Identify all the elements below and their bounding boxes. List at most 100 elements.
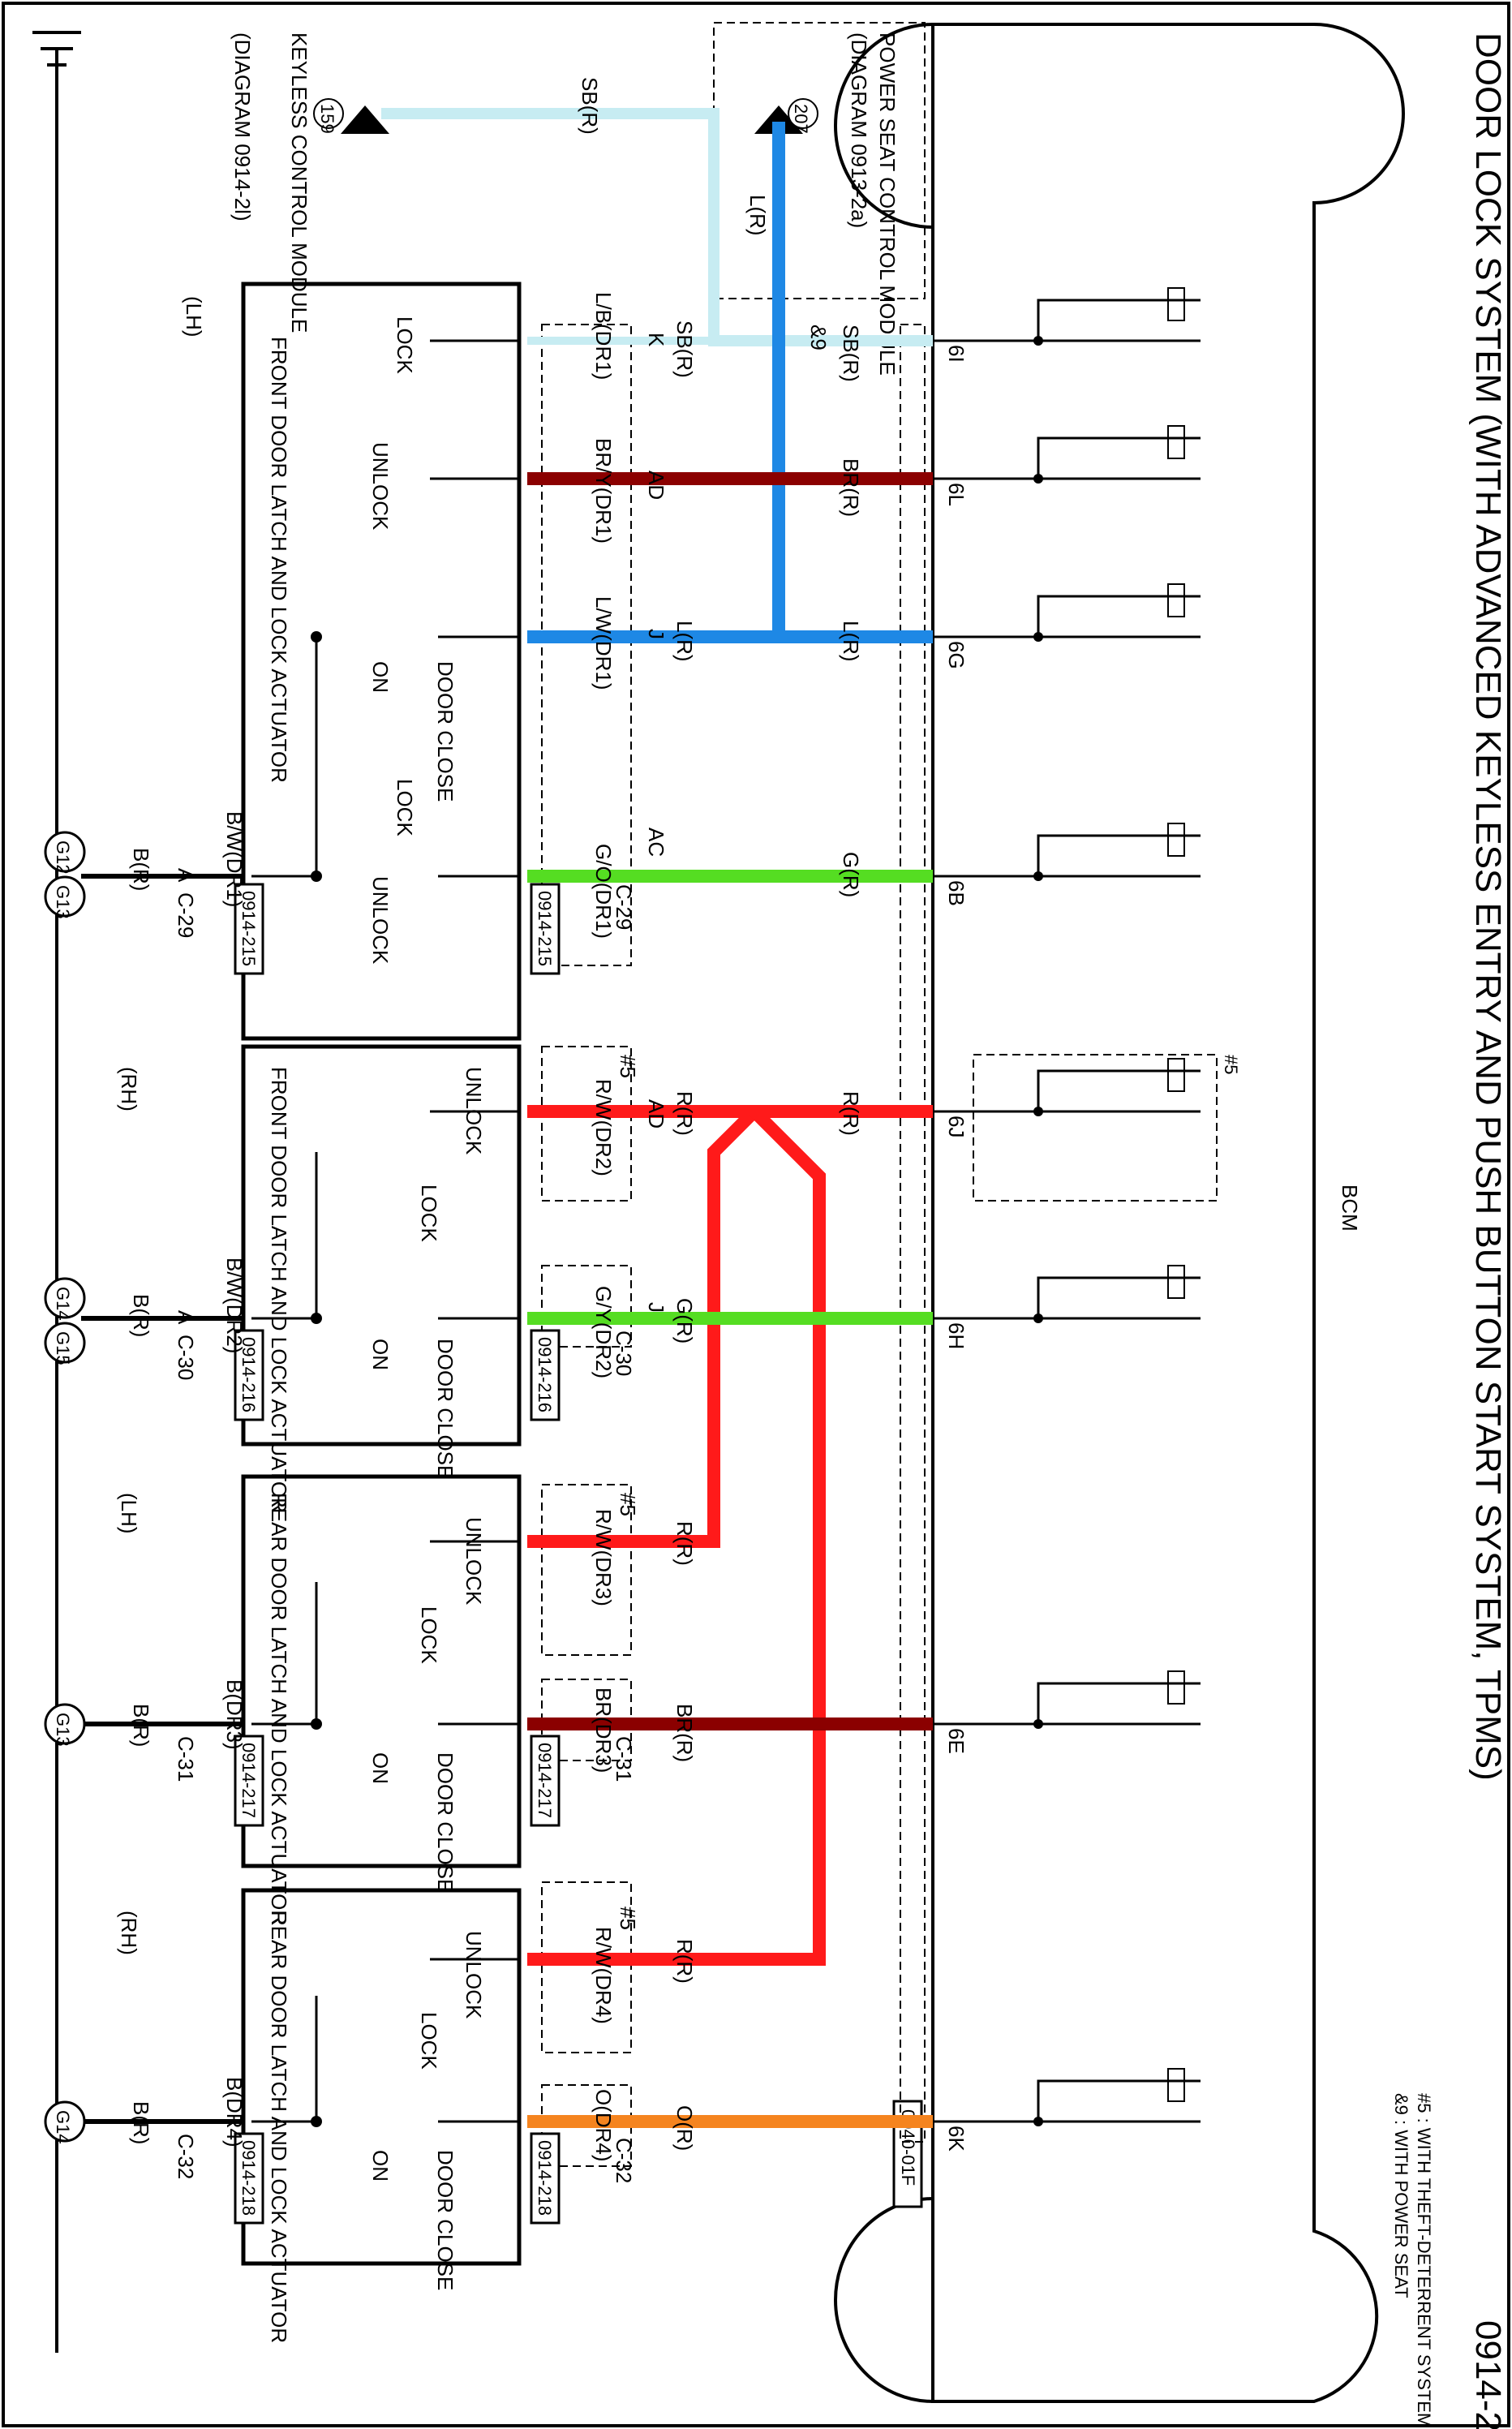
theft-deterrent-group [973, 1054, 1218, 1202]
ground-g13-label: G13 [53, 885, 73, 919]
wire-gy-dr2: G/Y(DR2) [591, 1286, 616, 1378]
power-seat-name: POWER SEAT CONTROL MODULE [875, 32, 900, 376]
wire-j2: J [644, 1302, 668, 1313]
bcm-harness-bracket [900, 324, 926, 2143]
pin-6l: 6L [944, 483, 969, 506]
wire-num5-dr4: #5 [616, 1907, 640, 1930]
bcm-circuit-6g [933, 583, 1201, 642]
door-rear-lh-side: (LH) [117, 1493, 141, 1534]
wire-bw-dr1: B/W(DR1) [222, 811, 247, 907]
wire-c30-top: C-30 [612, 1331, 636, 1376]
wire-c32-bottom: C-32 [174, 2134, 198, 2179]
wire-lw-dr1: L/W(DR1) [591, 596, 616, 690]
wire-c29-top: C-29 [612, 884, 636, 930]
door-front-rh-name: FRONT DOOR LATCH AND LOCK ACTUATOR [267, 1067, 291, 1513]
door-front-rh: FRONT DOOR LATCH AND LOCK ACTUATOR (RH) … [117, 1044, 522, 1513]
wire-br-bcm3: BR(R) [672, 1704, 697, 1762]
door-rear-rh-box [241, 1888, 522, 2266]
door-front-lh-switch-unlock: UNLOCK [368, 876, 393, 965]
wire-sb-top: SB(R) [578, 77, 602, 135]
wire-harness [81, 108, 933, 2128]
bcm-circuit-6l [933, 425, 1201, 484]
door-rear-lh: REAR DOOR LATCH AND LOCK ACTUATOR (LH) U… [117, 1474, 522, 1925]
power-seat-ref: (DIAGRAM 0913-2a) [847, 32, 871, 228]
door-front-lh-unlock: UNLOCK [368, 442, 393, 531]
door-front-lh-box [241, 282, 522, 1041]
keyless-page-badge [313, 98, 344, 129]
bcm-circuit-6h [933, 1265, 1201, 1323]
power-seat-ground-triangle [754, 105, 803, 134]
door-rear-rh-lock: LOCK [417, 2012, 441, 2070]
bcm-circuit-6b [933, 823, 1201, 881]
wire-k: K [644, 333, 668, 347]
door-rear-rh-side: (RH) [117, 1911, 141, 1955]
ground-g15 [44, 1322, 86, 1364]
keyless-name: KEYLESS CONTROL MODULE [287, 32, 311, 333]
wire-rw-dr2: R/W(DR2) [591, 1079, 616, 1176]
door-front-lh: FRONT DOOR LATCH AND LOCK ACTUATOR (LH) … [182, 282, 522, 1041]
wire-ac: AC [644, 828, 668, 857]
wire-rw-dr3: R/W(DR3) [591, 1509, 616, 1606]
door-front-lh-name: FRONT DOOR LATCH AND LOCK ACTUATOR [267, 337, 291, 783]
bcm-bottom-arc [834, 2197, 934, 2403]
ground-g12 [44, 831, 86, 873]
wire-lr-top: L(R) [745, 195, 770, 236]
wire-sb-top [381, 108, 933, 346]
bcm-internal-circuits [933, 287, 1201, 2126]
theft-deterrent-mark: #5 [1221, 1055, 1241, 1074]
wire-num5-dr3: #5 [616, 1493, 640, 1516]
harness-dr4-theft [541, 1881, 632, 2053]
door-rear-lh-on: ON [368, 1752, 393, 1784]
ref-215-ground: 0914-215 [238, 891, 259, 966]
wire-sb-door: SB(R) [672, 320, 697, 378]
wire-bw-dr2: B/W(DR2) [222, 1257, 247, 1353]
power-seat-page-badge [788, 98, 818, 129]
keyless-ref: (DIAGRAM 0914-2l) [230, 32, 255, 221]
ground-g12-label: G12 [53, 840, 73, 875]
door-rear-rh-unlock: UNLOCK [462, 1931, 486, 2019]
wire-c31-bottom: C-31 [174, 1736, 198, 1782]
note-power-seat: &9 : WITH POWER SEAT [1391, 2093, 1411, 2298]
door-front-rh-close: DOOR CLOSE [433, 1339, 457, 1479]
keyless-page: 159 [317, 104, 337, 134]
power-seat-page: 207 [791, 104, 811, 134]
door-front-rh-side: (RH) [117, 1067, 141, 1111]
ground-g14 [44, 1277, 86, 1319]
bcm-circuit-6j [933, 1058, 1201, 1116]
ref-218-harness: 0914-218 [535, 2140, 555, 2216]
diagram-title: DOOR LOCK SYSTEM (WITH ADVANCED KEYLESS … [1468, 32, 1508, 1781]
door-front-lh-switch-lock: LOCK [393, 779, 417, 836]
door-rear-rh: REAR DOOR LATCH AND LOCK ACTUATOR (RH) U… [117, 1888, 522, 2343]
wire-a: A [174, 868, 198, 883]
bcm-outline [931, 23, 1405, 2403]
wire-c30-bottom: C-30 [174, 1335, 198, 1380]
pin-6e: 6E [944, 1728, 969, 1754]
bcm-label: BCM [1338, 1184, 1362, 1232]
door-rear-rh-close: DOOR CLOSE [433, 2150, 457, 2290]
wire-r-door2: R(R) [672, 1091, 697, 1136]
bcm-circuit-6e [933, 1670, 1201, 1729]
ground-g15-label: G15 [53, 1331, 73, 1365]
wire-b-r-3: B(R) [129, 1704, 153, 1747]
wire-labels: SB(R) L(R) &9 SB(R) SB(R) K L/B(DR1) AD … [129, 77, 863, 2183]
ref-215-harness: 0914-215 [535, 891, 555, 966]
door-rear-lh-close: DOOR CLOSE [433, 1752, 457, 1893]
wire-rw-dr4: R/W(DR4) [591, 1927, 616, 2024]
wire-amp9: &9 [806, 325, 831, 350]
wire-b-dr4: B(DR4) [222, 2077, 247, 2147]
wire-r-door4: R(R) [672, 1939, 697, 1984]
bcm-pin-labels: 6I 6L 6G 6B 6J 6H 6E 6K [944, 345, 969, 2152]
wire-r-door3: R(R) [672, 1521, 697, 1566]
harness-dr2-theft [541, 1046, 632, 1202]
harness-dr1 [541, 324, 632, 966]
wire-b-r-4: B(R) [129, 2101, 153, 2144]
keyless-ground-triangle [341, 105, 389, 134]
power-seat-module: POWER SEAT CONTROL MODULE (DIAGRAM 0913-… [713, 22, 926, 376]
ref-217-ground: 0914-217 [238, 1743, 259, 1818]
ref-216-harness: 0914-216 [535, 1337, 555, 1412]
pin-6j: 6J [944, 1116, 969, 1137]
ground-g13 [44, 875, 86, 918]
wire-j: J [644, 629, 668, 639]
